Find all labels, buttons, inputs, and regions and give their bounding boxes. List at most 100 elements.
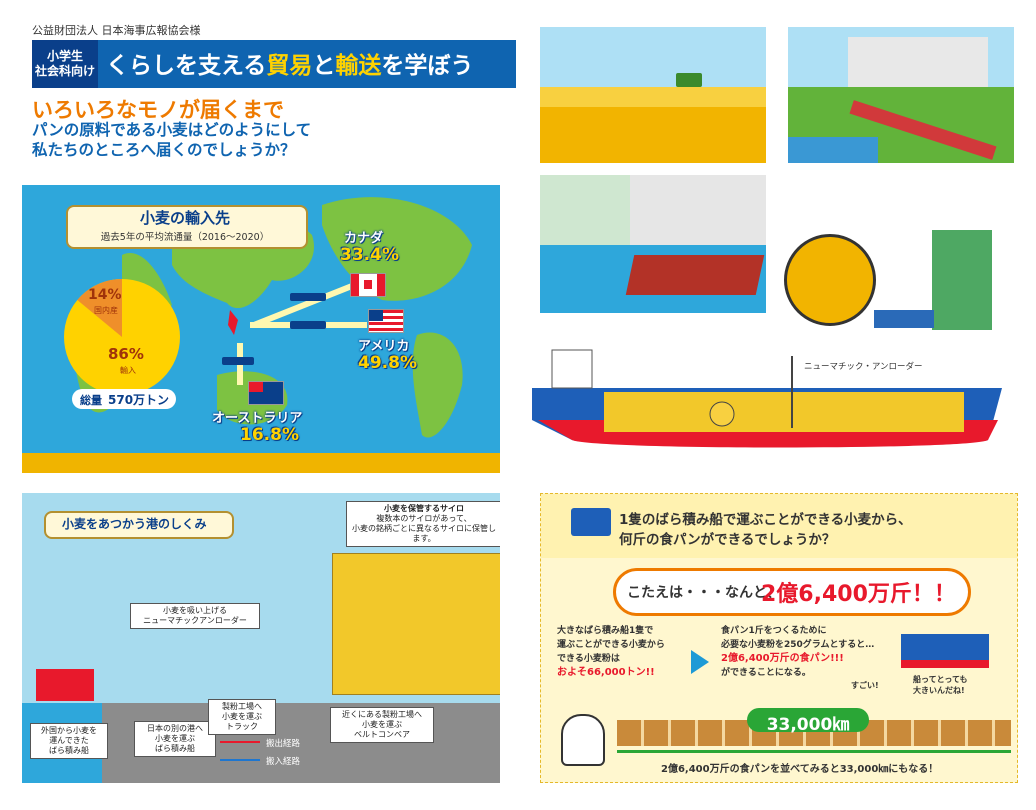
total-badge (72, 389, 176, 409)
port-silo-illustration (540, 175, 766, 313)
silo-note-line: 複数本のサイロがあって、 (376, 514, 472, 523)
legend-out-label: 搬出経路 (266, 739, 301, 749)
title-highlight-trade: 貿易 (266, 53, 313, 79)
silo-title: 小麦を保管するサイロ (384, 504, 464, 513)
quiz-header (541, 494, 1017, 558)
pie-domestic-label: 国内産 (94, 306, 118, 315)
import-title: 小麦の輸入先 (139, 209, 230, 227)
ship-icon-usa (290, 321, 326, 329)
australia-pct: 16.8% (240, 425, 299, 445)
unloader-note-line: 小麦を吸い上げる (163, 606, 227, 615)
wheat-field-illustration (540, 27, 766, 163)
conveyor-note-line: ベルトコンベア (354, 730, 410, 739)
ship-bridge (551, 349, 593, 389)
australia-name: オーストラリア (212, 411, 303, 426)
title-banner (32, 40, 516, 88)
australia-flag (248, 381, 284, 405)
import-period: 過去5年の平均流通量（2016～2020） (100, 232, 270, 243)
coast-note-line: 小麦を運ぶ (155, 734, 195, 743)
exclaim-wow: すごい! (851, 681, 879, 690)
exclaim-line: 船ってとっても (913, 675, 968, 684)
silo-note: 小麦を保管するサイロ 複数本のサイロがあって、 小麦の銘柄ごとに異なるサイロに保… (346, 501, 500, 547)
lead-line: パンの原料である小麦はどのようにして (32, 121, 312, 139)
title-part: くらしを支える (106, 53, 267, 79)
silo-note-line: 小麦の銘柄ごとに異なるサイロに保管します。 (352, 524, 496, 543)
bulk-ship-note: 外国から小麦を 運んできた ばら積み船 (30, 723, 108, 759)
silo-group (332, 553, 500, 695)
section-subtitle: いろいろなモノが届くまで (32, 98, 284, 122)
explain-line: 運ぶことができる小麦から (557, 640, 665, 650)
distance-value: 33,000㎞ (766, 715, 850, 735)
total-label: 総量 (80, 394, 102, 407)
flow-arrow-icon (691, 650, 709, 674)
explain-line: ができることになる。 (721, 668, 811, 678)
grade-badge: 小学生 社会科向け (32, 40, 98, 88)
bulk-ship-icon (571, 508, 611, 536)
truck-note-line: 小麦を運ぶ (222, 712, 262, 721)
cargo-hold (604, 392, 964, 432)
publisher-credit: 公益財団法人 日本海事広報協会様 (32, 24, 201, 37)
continent-south-america (412, 332, 463, 438)
lead-line: 私たちのところへ届くのでしょうか？ (32, 141, 296, 159)
conveyor-note-line: 近くにある製粉工場へ (342, 710, 422, 719)
unloader-label: ニューマチック・アンローダー (804, 362, 923, 372)
page-title: くらしを支える貿易と輸送を学ぼう (106, 46, 473, 80)
title-part: を学ぼう (381, 53, 474, 79)
pie-domestic-pct: 14% (88, 287, 122, 303)
coastal-ship-note: 日本の別の港へ 小麦を運ぶ ばら積み船 (134, 721, 216, 757)
conveyor-note-line: 小麦を運ぶ (362, 720, 402, 729)
wheat-import-map: 小麦の輸入先 過去5年の平均流通量（2016～2020） 14% 国内産 86%… (22, 185, 500, 473)
canada-flag (350, 273, 386, 297)
title-highlight-transport: 輸送 (335, 53, 382, 79)
wheat-border (22, 453, 500, 473)
ship-illustration (901, 634, 989, 668)
pie-import-pct: 86% (108, 345, 144, 363)
answer-bubble (613, 568, 971, 616)
coast-note-line: ばら積み船 (155, 744, 195, 753)
distance-line (617, 750, 1011, 753)
port-system-panel: 小麦をあつかう港のしくみ 小麦を保管するサイロ 複数本のサイロがあって、 小麦の… (22, 493, 500, 783)
unloader-illustration (776, 210, 1016, 340)
quiz-footer: 2億6,400万斤の食パンを並べてみると33,000㎞にもなる！ (661, 764, 939, 775)
grade-badge-line2: 社会科向け (34, 64, 95, 78)
legend-in-line (220, 759, 260, 761)
ship-note-line: 外国から小麦を (41, 726, 97, 735)
japan-marker (228, 310, 238, 335)
total-value: 570万トン (108, 393, 170, 407)
bulk-ship-icon (36, 669, 94, 701)
freight-train-illustration (788, 27, 1014, 163)
truck-note: 製粉工場へ 小麦を運ぶ トラック (208, 699, 276, 735)
bread-explanation: 食パン1斤をつくるために 必要な小麦粉を250グラムとすると… 2億6,400万… (721, 624, 874, 680)
pie-import-label: 輸入 (120, 366, 136, 375)
ship-note-line: ばら積み船 (49, 746, 89, 755)
ship-hull-graphic (532, 349, 1002, 448)
route-arrow-canada (252, 277, 369, 328)
canada-name: カナダ (344, 231, 384, 246)
answer-value: 2億6,400万斤！！ (761, 582, 956, 607)
import-title-box (66, 205, 308, 249)
title-part: と (312, 53, 336, 79)
ship-icon-australia (222, 357, 254, 365)
truck-note-line: 製粉工場へ (222, 702, 262, 711)
exclaim-big: 船ってとっても 大きいんだね! (913, 674, 968, 696)
usa-flag (368, 309, 404, 333)
unloader-note-line: ニューマチックアンローダー (143, 616, 247, 625)
coast-note-line: 日本の別の港へ (147, 724, 203, 733)
grade-badge-line1: 小学生 (46, 49, 83, 63)
ship-icon-canada (290, 293, 326, 301)
explain-line: できる小麦粉は (557, 654, 620, 664)
canada-pct: 33.4% (340, 245, 399, 265)
quiz-panel: 1隻のばら積み船で運ぶことができる小麦から、 何斤の食パンができるでしょうか？ … (540, 493, 1018, 783)
explain-highlight: 2億6,400万斤の食パン!!! (721, 653, 844, 664)
lead-text: パンの原料である小麦はどのようにして 私たちのところへ届くのでしょうか？ (32, 120, 311, 160)
wheat-grain-icon (709, 401, 735, 427)
explain-line: 必要な小麦粉を250グラムとすると… (721, 640, 875, 650)
bulk-ship-cross-section: ニューマチック・アンローダー (532, 330, 1014, 454)
flour-explanation: 大きなばら積み船1隻で 運ぶことができる小麦から できる小麦粉は およそ66,0… (557, 624, 665, 680)
pie-slice-domestic (77, 279, 122, 337)
quiz-question-line1: 1隻のばら積み船で運ぶことができる小麦から、 (619, 512, 912, 528)
exclaim-line: 大きいんだね! (913, 686, 965, 695)
legend-in-label: 搬入経路 (266, 757, 301, 767)
port-title: 小麦をあつかう港のしくみ (62, 517, 207, 531)
legend-out-line (220, 741, 260, 743)
